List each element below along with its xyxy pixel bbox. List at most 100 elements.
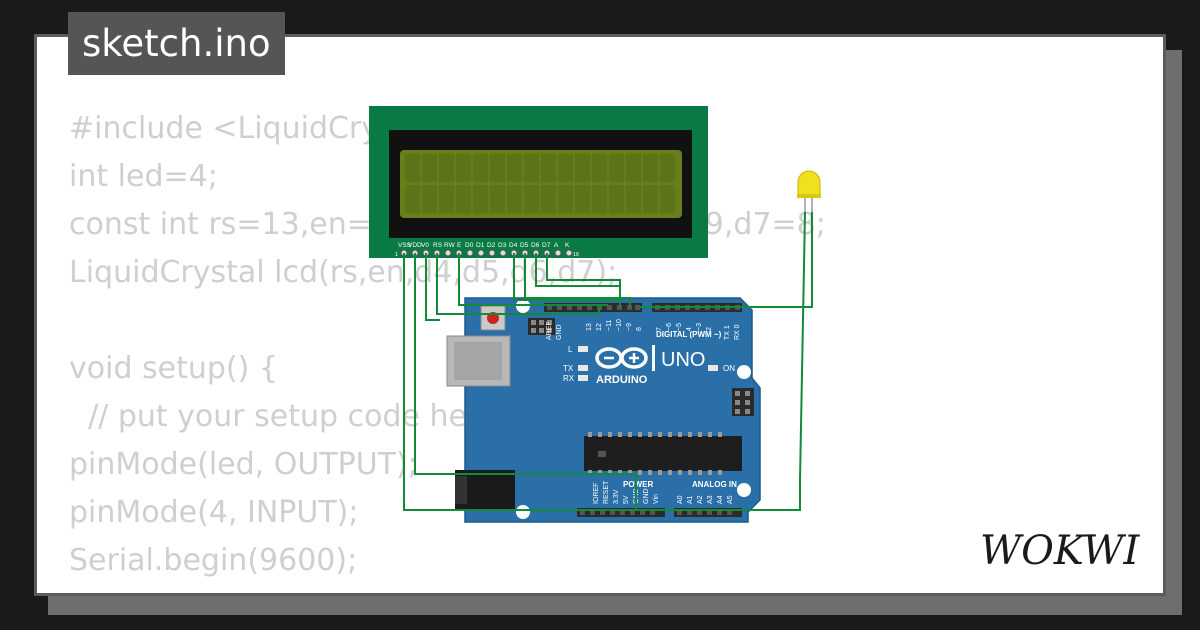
lcd-pin-labels: VSS VDD V0 RS RW E D0 D1 D2 D3 D4 D5 D6 …: [395, 242, 579, 258]
pin-label: A: [554, 242, 559, 249]
wire-d6: [535, 253, 621, 300]
pin-label: 5V: [623, 495, 630, 504]
on-led: [708, 365, 718, 371]
wokwi-logo[interactable]: WOKWI: [978, 527, 1150, 573]
pin-label: ~9: [626, 323, 633, 331]
led-body: [797, 170, 821, 197]
pin-label: A3: [707, 495, 714, 504]
mount-hole: [737, 365, 751, 379]
sketch-title-tab[interactable]: sketch.ino: [68, 12, 285, 75]
on-label: ON: [723, 364, 735, 373]
icsp2-pins: [735, 391, 750, 414]
pin-label: ~3: [696, 323, 703, 331]
wire-vss-gnd: [403, 211, 806, 511]
arduino-logo-icon: [595, 347, 648, 369]
rx-label: RX: [563, 374, 575, 383]
wire-v0: [425, 253, 440, 321]
wire-e: [458, 253, 608, 306]
pin-label: 8: [636, 327, 643, 331]
code-line: pinMode(led, OUTPUT);: [69, 447, 418, 482]
analog-pin-labels: A0 A1 A2 A3 A4 A5: [677, 495, 734, 504]
lcd-16x2[interactable]: VSS VDD V0 RS RW E D0 D1 D2 D3 D4 D5 D6 …: [369, 106, 708, 258]
pin-label: GND: [556, 324, 563, 340]
pin-label: RX 0: [734, 324, 741, 340]
brand-text: WOKWI: [980, 528, 1140, 573]
logo-divider: [652, 345, 655, 371]
pin-label: VSS: [398, 242, 412, 249]
pin-label: VDD: [408, 242, 422, 249]
pin-number: 1: [395, 252, 398, 258]
digital-pin-labels: AREF GND 13 12 ~11 ~10 ~9 8 7 ~6 ~5 4 ~3…: [546, 319, 741, 340]
power-jack-edge: [455, 476, 467, 504]
pin-label: ~10: [616, 319, 623, 331]
l-led-label: L: [568, 345, 573, 354]
pin-label: D1: [476, 242, 485, 249]
brand-label: ARDUINO: [596, 374, 648, 386]
pin-label: ~11: [606, 320, 613, 331]
rx-led: [578, 375, 588, 381]
chip-legs: [588, 432, 722, 475]
lcd-pins[interactable]: [400, 249, 573, 257]
pin-label: IOREF: [593, 483, 600, 504]
code-line: Serial.begin(9600);: [69, 543, 358, 578]
tx-led: [578, 365, 588, 371]
pin-label: RESET: [603, 480, 610, 504]
pin-label: V0: [421, 242, 429, 249]
yellow-led[interactable]: [797, 170, 821, 212]
mount-hole: [737, 483, 751, 497]
pin-label: A4: [717, 495, 724, 504]
pin-label: 4: [686, 327, 693, 331]
power-label: POWER: [623, 480, 653, 489]
pin-label: 3.3V: [613, 489, 620, 504]
pin-label: A5: [727, 495, 734, 504]
pin-label: K: [565, 242, 570, 249]
wire-led-pin4: [640, 212, 813, 308]
wire-d4: [513, 253, 621, 307]
pin-label: 12: [596, 323, 603, 331]
pin-label: RW: [444, 242, 456, 249]
pin-label: D2: [487, 242, 496, 249]
code-line: pinMode(4, INPUT);: [69, 495, 359, 530]
pin-label: ~6: [666, 323, 673, 331]
pin-label: D4: [509, 242, 518, 249]
code-line: LiquidCrystal lcd(rs,en,d4,d5,d6,d7);: [69, 255, 618, 290]
usb-port-inner: [454, 342, 502, 380]
analog-label: ANALOG IN: [692, 480, 737, 489]
arduino-uno-board[interactable]: AREF GND 13 12 ~11 ~10 ~9 8 7 ~6 ~5 4 ~3…: [446, 297, 761, 523]
pin-label: A0: [677, 495, 684, 504]
pin-label: 13: [586, 323, 593, 331]
pin-label: Vin: [653, 494, 660, 504]
pin-label: RS: [433, 242, 443, 249]
pin-label: AREF: [546, 321, 553, 340]
led-rim: [797, 194, 821, 198]
pin-label: TX 1: [724, 325, 731, 340]
pin-label: D7: [542, 242, 551, 249]
wire-d5: [524, 253, 631, 307]
wire-d7: [546, 253, 621, 290]
digital-header-left: [544, 303, 642, 312]
pin-label: D0: [465, 242, 474, 249]
chip-notch: [598, 451, 606, 457]
pin-label: A1: [687, 495, 694, 504]
lcd-character-cells: [405, 154, 675, 213]
pin-label: 7: [656, 327, 663, 331]
code-line: void setup() {: [69, 351, 278, 386]
model-label: UNO: [661, 349, 705, 371]
code-line: int led=4;: [69, 159, 218, 194]
tx-label: TX: [563, 364, 574, 373]
pin-label: D6: [531, 242, 540, 249]
pin-label: E: [457, 242, 462, 249]
wires: [403, 211, 813, 511]
code-line: lcd.begin(16,2);: [69, 585, 826, 593]
wire-rs: [436, 253, 600, 315]
pin-label: GND: [643, 488, 650, 504]
icsp-pins: [531, 320, 552, 333]
l-led: [578, 346, 588, 352]
wire-vdd-5v: [414, 253, 637, 510]
pin-label: A2: [697, 495, 704, 504]
pin-label: ~5: [676, 323, 683, 331]
digital-label: DIGITAL (PWM ~): [656, 330, 722, 339]
atmega-chip: [584, 436, 742, 471]
pin-number: 16: [573, 252, 579, 258]
